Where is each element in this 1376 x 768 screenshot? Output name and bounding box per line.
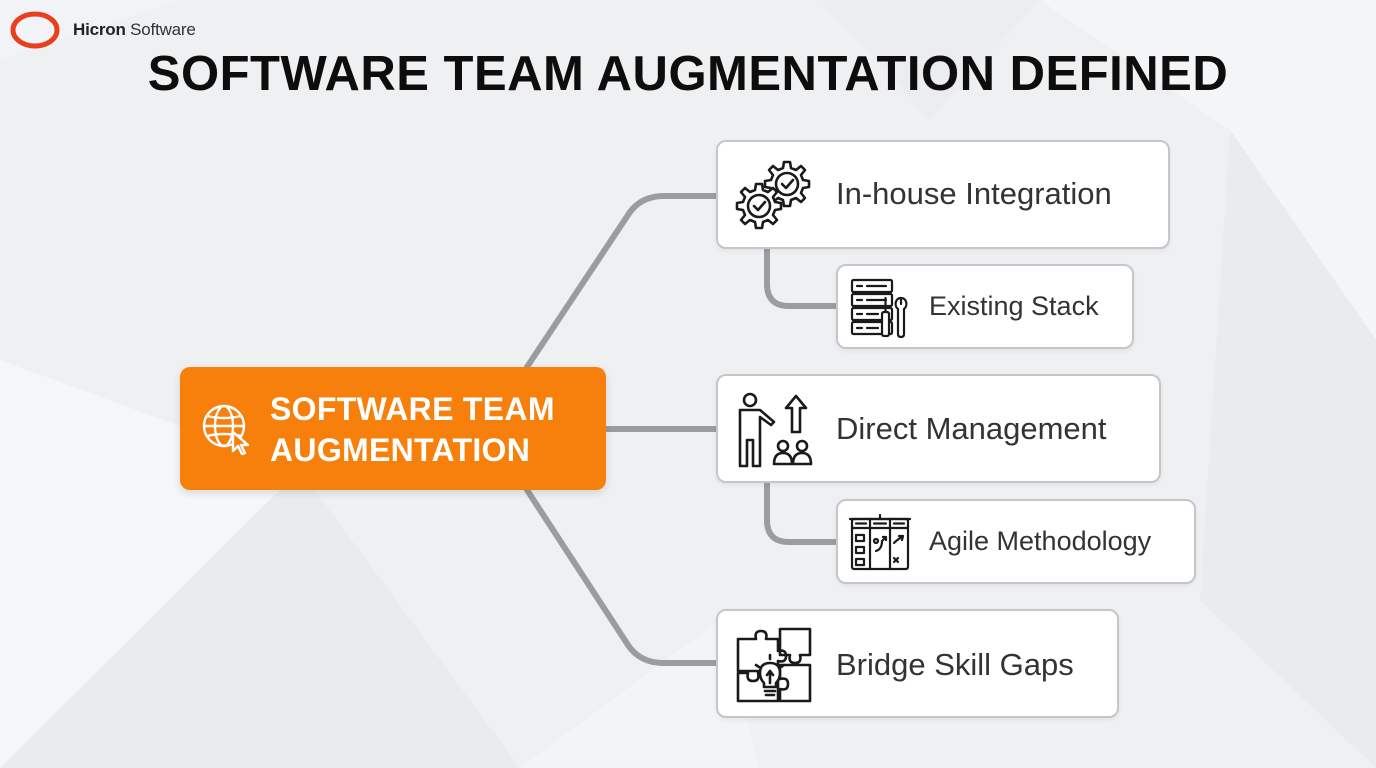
brand-name-light: Software	[125, 20, 196, 39]
node-existing-stack[interactable]: Existing Stack	[836, 264, 1134, 349]
brand-name-strong: Hicron	[73, 20, 126, 39]
center-node[interactable]: SOFTWARE TEAM AUGMENTATION	[180, 367, 606, 490]
connector-center-inhouse	[524, 193, 719, 370]
node-direct-label: Direct Management	[836, 411, 1107, 446]
globe-cursor-icon	[202, 404, 250, 456]
kanban-board-icon	[848, 513, 912, 571]
page-title: SOFTWARE TEAM AUGMENTATION DEFINED	[147, 47, 1229, 101]
node-bridge-label: Bridge Skill Gaps	[836, 647, 1074, 682]
node-bridge-skill-gaps[interactable]: Bridge Skill Gaps	[716, 609, 1119, 718]
node-direct-management[interactable]: Direct Management	[716, 374, 1161, 483]
node-inhouse-integration[interactable]: In-house Integration	[716, 140, 1170, 249]
node-stack-label: Existing Stack	[929, 291, 1099, 321]
brand-name: Hicron Software	[73, 20, 196, 40]
connector-direct-agile	[764, 480, 839, 545]
node-inhouse-label: In-house Integration	[836, 176, 1112, 211]
hicron-ring-icon	[10, 11, 60, 49]
brand-logo[interactable]: Hicron Software	[10, 10, 196, 50]
center-label: SOFTWARE TEAM AUGMENTATION	[270, 389, 600, 471]
puzzle-lightbulb-icon	[736, 627, 812, 703]
node-agile-label: Agile Methodology	[929, 526, 1152, 556]
server-tools-icon	[850, 278, 908, 339]
connector-inhouse-stack	[764, 246, 839, 309]
center-label-line1: SOFTWARE TEAM	[270, 391, 555, 427]
center-label-line2: AUGMENTATION	[270, 432, 531, 468]
presenter-team-icon	[738, 392, 813, 468]
gears-check-icon	[735, 160, 811, 230]
node-agile-methodology[interactable]: Agile Methodology	[836, 499, 1196, 584]
connector-center-bridge	[524, 487, 719, 666]
